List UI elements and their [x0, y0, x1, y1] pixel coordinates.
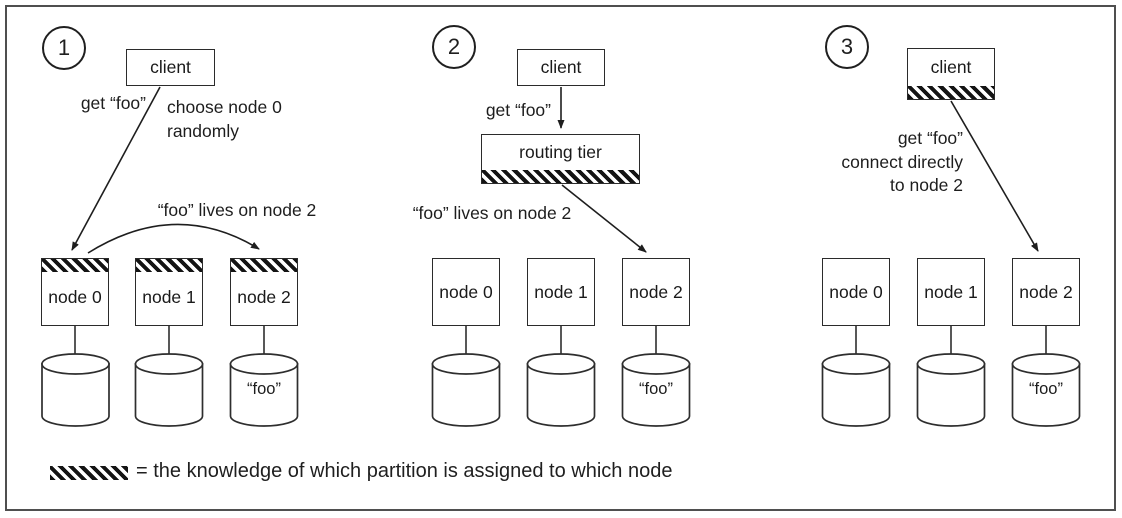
node-box: node 1 [527, 258, 595, 326]
node-box: node 1 [917, 258, 985, 326]
node-label: node 0 [829, 281, 883, 302]
annotation-line: choose node 0 [167, 97, 282, 117]
route-note: “foo” lives on node 2 [412, 203, 572, 223]
annotation-line: get “foo” [897, 128, 963, 148]
panel-number: 2 [447, 34, 461, 59]
node-box: node 0 [41, 258, 109, 326]
node-label: node 2 [629, 281, 683, 302]
client-label: client [540, 57, 582, 77]
legend-text: = the knowledge of which partition is as… [136, 460, 673, 482]
arc-label: “foo” lives on node 2 [157, 200, 317, 220]
partition-knowledge-hatch-swatch [50, 466, 128, 480]
client-box: client [126, 49, 215, 86]
client-box: client [907, 48, 995, 100]
partition-knowledge-hatch [136, 259, 202, 272]
node-label: node 0 [439, 281, 493, 302]
node-box: node 1 [135, 258, 203, 326]
node-label: node 0 [48, 287, 102, 307]
panel-1-badge: 1 [42, 26, 86, 70]
node-label: node 1 [924, 281, 978, 302]
routing-tier-box: routing tier [481, 134, 640, 184]
node-box: node 2 [230, 258, 298, 326]
node-box: node 2 [622, 258, 690, 326]
db-value-label: “foo” [1029, 380, 1063, 398]
node-box: node 2 [1012, 258, 1080, 326]
request-label: get “foo” [80, 93, 146, 113]
node-label: node 1 [142, 287, 196, 307]
panel-number: 1 [57, 35, 71, 60]
partition-knowledge-hatch [908, 86, 994, 99]
panel-3-badge: 3 [825, 25, 869, 69]
node-box: node 0 [432, 258, 500, 326]
annotation-choose-randomly: choose node 0 randomly [167, 95, 307, 143]
routing-tier-label: routing tier [519, 142, 602, 162]
panel-number: 3 [840, 34, 854, 59]
client-label: client [930, 57, 972, 77]
db-value-label: “foo” [247, 380, 281, 398]
partition-knowledge-hatch [42, 259, 108, 272]
partition-knowledge-hatch [231, 259, 297, 272]
figure-border [5, 5, 1116, 511]
node-label: node 1 [534, 281, 588, 302]
node-box: node 0 [822, 258, 890, 326]
legend: = the knowledge of which partition is as… [50, 458, 1070, 486]
annotation-connect-directly: get “foo” connect directly to node 2 [816, 127, 963, 198]
db-value-label: “foo” [639, 380, 673, 398]
annotation-line: to node 2 [890, 175, 963, 195]
panel-2-badge: 2 [432, 25, 476, 69]
client-label: client [150, 57, 191, 77]
client-box: client [517, 49, 605, 86]
annotation-line: connect directly [841, 151, 963, 172]
node-label: node 2 [1019, 281, 1073, 302]
node-label: node 2 [237, 287, 291, 307]
annotation-line: randomly [167, 121, 239, 141]
partition-knowledge-hatch [482, 170, 639, 183]
request-label: get “foo” [485, 100, 551, 120]
